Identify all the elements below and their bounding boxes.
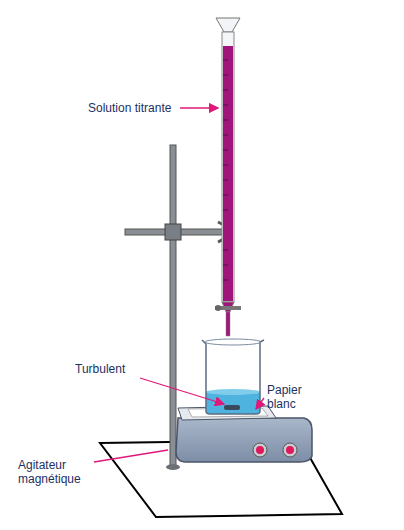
burette-tube — [222, 32, 234, 302]
knob — [283, 443, 297, 457]
beaker-liquid — [206, 392, 260, 414]
leader-line — [94, 450, 168, 462]
knob-center — [256, 446, 264, 454]
stopcock — [215, 306, 241, 310]
part-label: Agitateur magnétique — [18, 458, 98, 486]
clamp-boss — [165, 224, 181, 240]
part-label: Papier blanc — [267, 383, 311, 411]
leader-arrow — [140, 378, 224, 404]
stir-bar — [224, 405, 240, 410]
part-label: Solution titrante — [88, 101, 198, 115]
liquid-surface — [206, 389, 260, 395]
leader-arrow — [256, 398, 264, 409]
knob — [253, 443, 267, 457]
stopcock-key — [215, 305, 221, 311]
part-label: Turbulent — [75, 362, 155, 376]
burette-funnel — [216, 18, 240, 32]
rod-foot — [166, 464, 180, 470]
stand-rod — [170, 145, 176, 467]
burette-graduations — [223, 60, 228, 280]
stirrer-body — [176, 418, 312, 462]
knob-center — [286, 446, 294, 454]
beaker-rim — [205, 339, 261, 345]
beaker-glass — [202, 340, 264, 414]
leader-arrow — [180, 107, 218, 108]
burette-tip — [226, 312, 230, 336]
titrant-liquid — [223, 46, 233, 301]
